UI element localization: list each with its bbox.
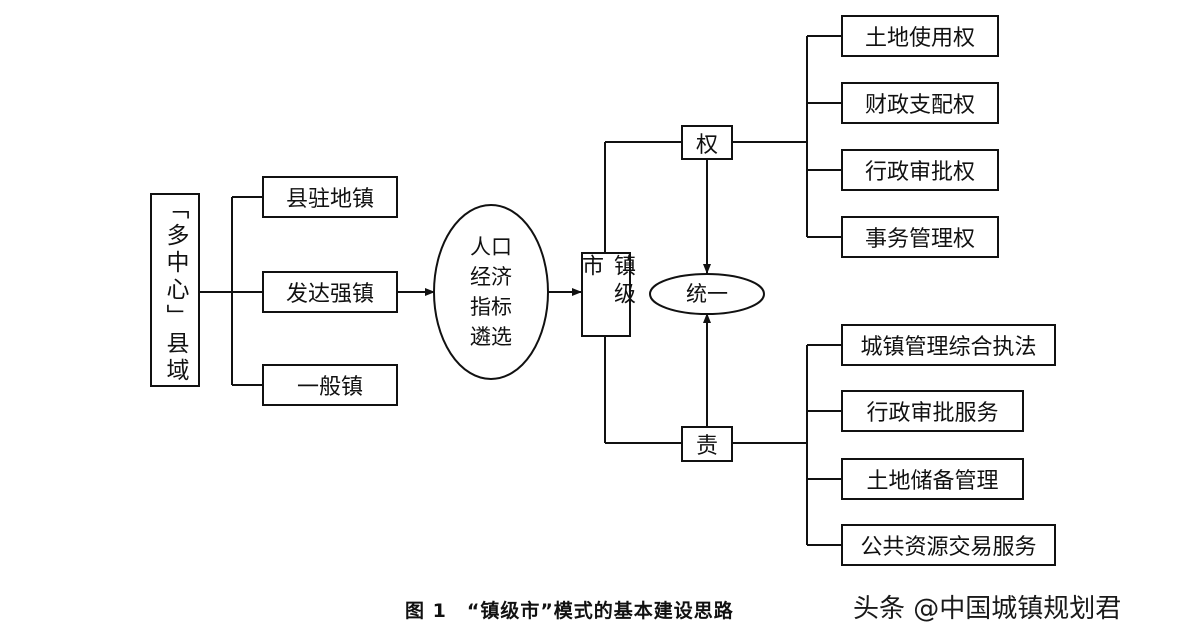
power-item: 土地使用权 [841, 15, 999, 57]
town-type-general: 一般镇 [262, 364, 398, 406]
figure-caption: 图 1 “镇级市”模式的基本建设思路 [405, 600, 734, 622]
responsibility-item: 土地储备管理 [841, 458, 1024, 500]
screening-ellipse [433, 204, 549, 380]
watermark: 头条 @中国城镇规划君 [853, 594, 1122, 624]
responsibility-item: 城镇管理综合执法 [841, 324, 1056, 366]
screening-line: 经济 [470, 265, 512, 289]
screening-label: 人口 经济 指标 遴选 [434, 205, 548, 379]
responsibility-box: 责 [681, 426, 733, 462]
screening-line: 指标 [470, 295, 512, 319]
unify-ellipse [649, 273, 765, 315]
power-item: 事务管理权 [841, 216, 999, 258]
responsibility-item: 公共资源交易服务 [841, 524, 1056, 566]
county-box: 「多中心」县域 [150, 193, 200, 387]
power-box: 权 [681, 125, 733, 160]
town-type-county-seat: 县驻地镇 [262, 176, 398, 218]
town-city-box: 镇级市 [578, 252, 635, 337]
power-item: 财政支配权 [841, 82, 999, 124]
power-item: 行政审批权 [841, 149, 999, 191]
town-type-developed: 发达强镇 [262, 271, 398, 313]
screening-line: 遴选 [470, 325, 512, 349]
responsibility-item: 行政审批服务 [841, 390, 1024, 432]
unify-label: 统一 [686, 282, 728, 306]
screening-line: 人口 [470, 235, 512, 259]
